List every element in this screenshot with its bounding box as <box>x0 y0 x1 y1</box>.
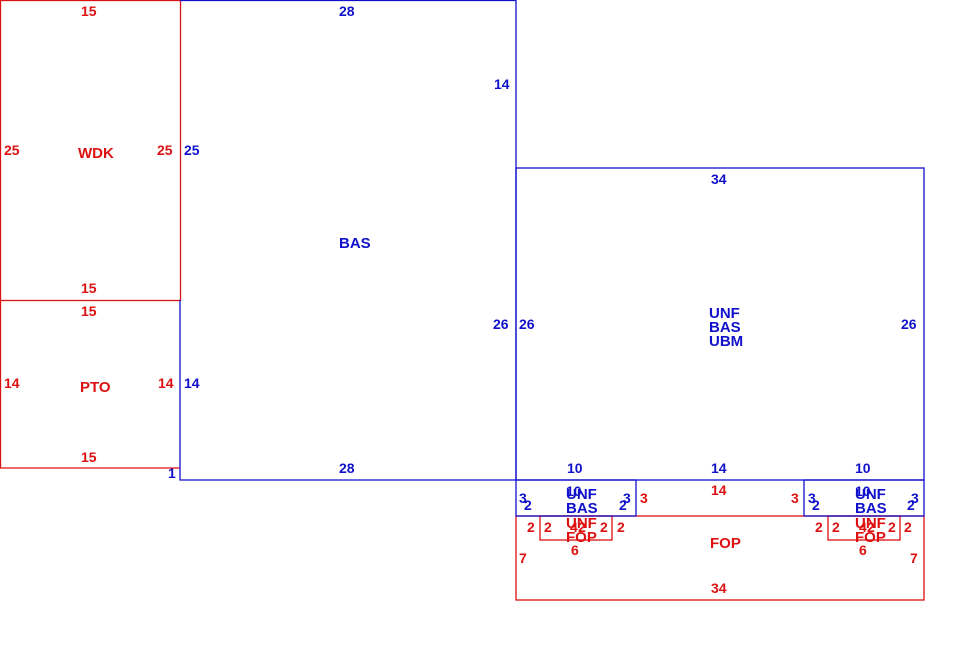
pto-dim-bottom: 15 <box>81 449 97 465</box>
small-left-dim-inner-right: 2 <box>619 497 627 513</box>
small-left-side-dim: 3 <box>640 490 648 506</box>
wdk-dim-right: 25 <box>157 142 173 158</box>
unf-label-line-3: UBM <box>709 333 743 350</box>
small-left-dim-inner-left: 2 <box>524 497 532 513</box>
unf-dim-bottom-right: 10 <box>855 460 871 476</box>
wdk-dim-left: 25 <box>4 142 20 158</box>
bas-labels: BAS 28 28 25 14 14 26 <box>184 3 510 476</box>
small-left-dim-right: 3 <box>623 490 631 506</box>
bas-dim-right-lower: 26 <box>493 316 509 332</box>
unf-label-line-2: BAS <box>709 319 741 336</box>
fop-right-dim-right2: 2 <box>904 519 912 535</box>
pto-label: PTO <box>80 379 111 396</box>
small-right-side-dim: 3 <box>791 490 799 506</box>
fop-left-dim-right: 2 <box>600 519 608 535</box>
small-right-dim-inner-left: 2 <box>812 497 820 513</box>
wdk-dim-top: 15 <box>81 3 97 19</box>
unf-area <box>515 167 925 517</box>
wdk-area <box>0 0 182 302</box>
unf-dim-bottom-mid: 14 <box>711 460 727 476</box>
pto-dim-left: 14 <box>4 375 20 391</box>
bas-dim-left-lower: 14 <box>184 375 200 391</box>
fop-dim-right: 7 <box>910 550 918 566</box>
fop-left-dim-left2: 2 <box>544 519 552 535</box>
fop-left-width: 6 <box>571 542 579 558</box>
small-right-width: 10 <box>855 483 871 499</box>
small-left-dim-left: 3 <box>519 490 527 506</box>
small-right-box <box>803 479 925 517</box>
unf-dim-bottom-left: 10 <box>567 460 583 476</box>
fop-labels: FOP 14 34 7 7 <box>519 482 918 596</box>
pto-dim-top: 15 <box>81 303 97 319</box>
fop-dim-bottom: 34 <box>711 580 727 596</box>
fop-left-label-1: UNF <box>566 515 597 532</box>
wdk-label: WDK <box>78 145 114 162</box>
small-right-dim-right: 3 <box>911 490 919 506</box>
fop-left-num-b: 2 <box>578 519 586 535</box>
fop-dim-top: 14 <box>711 482 727 498</box>
bas-dim-bottom: 28 <box>339 460 355 476</box>
fop-right-dim-left: 2 <box>815 519 823 535</box>
bas-dim-left-upper: 25 <box>184 142 200 158</box>
pto-area <box>0 300 180 469</box>
pto-outline <box>0 300 180 469</box>
unf-labels: UNF BAS UBM 34 26 26 10 14 10 <box>519 171 917 476</box>
small-right-dim-left: 3 <box>808 490 816 506</box>
small-left-label-1: UNF <box>566 486 597 503</box>
unf-outline <box>515 167 925 481</box>
small-left-box <box>515 479 637 517</box>
pto-labels: PTO 15 15 14 14 <box>4 303 174 465</box>
fop-outline <box>515 515 925 601</box>
fop-right-label-2: FOP <box>855 529 886 546</box>
fop-right-labels: UNF FOP 4 2 6 2 2 2 2 <box>815 515 912 558</box>
small-right-label-2: BAS <box>855 500 887 517</box>
fop-left-dim-left: 2 <box>527 519 535 535</box>
fop-right-num-a: 4 <box>859 519 867 535</box>
pto-dim-right: 14 <box>158 375 174 391</box>
fop-left-labels: UNF FOP 4 2 6 2 2 2 2 <box>527 515 625 558</box>
small-right-labels: 10 UNF BAS 3 2 3 2 <box>808 483 919 517</box>
small-right-label-1: UNF <box>855 486 886 503</box>
unf-label-line-1: UNF <box>709 305 740 322</box>
wdk-outline <box>0 0 182 302</box>
fop-left-dim-right2: 2 <box>617 519 625 535</box>
unf-dim-left: 26 <box>519 316 535 332</box>
wdk-labels: WDK 15 15 25 25 <box>4 3 173 296</box>
pto-offset-dim: 1 <box>168 465 176 481</box>
fop-label: FOP <box>710 535 741 552</box>
bas-dim-right-upper: 14 <box>494 76 510 92</box>
small-left-labels: 10 UNF BAS 3 2 3 2 <box>519 483 631 517</box>
fop-right-dim-left2: 2 <box>832 519 840 535</box>
fop-right-label-1: UNF <box>855 515 886 532</box>
unf-dim-top: 34 <box>711 171 727 187</box>
small-right-dim-inner-right: 2 <box>907 497 915 513</box>
bas-dim-top: 28 <box>339 3 355 19</box>
small-left-label-2: BAS <box>566 500 598 517</box>
fop-right-num-b: 2 <box>867 519 875 535</box>
fop-left-num-a: 4 <box>570 519 578 535</box>
small-left-width: 10 <box>566 483 582 499</box>
bas-label: BAS <box>339 235 371 252</box>
wdk-dim-bottom: 15 <box>81 280 97 296</box>
fop-right-width: 6 <box>859 542 867 558</box>
fop-right-dim-right: 2 <box>888 519 896 535</box>
unf-dim-right: 26 <box>901 316 917 332</box>
fop-dim-left: 7 <box>519 550 527 566</box>
fop-left-label-2: FOP <box>566 529 597 546</box>
